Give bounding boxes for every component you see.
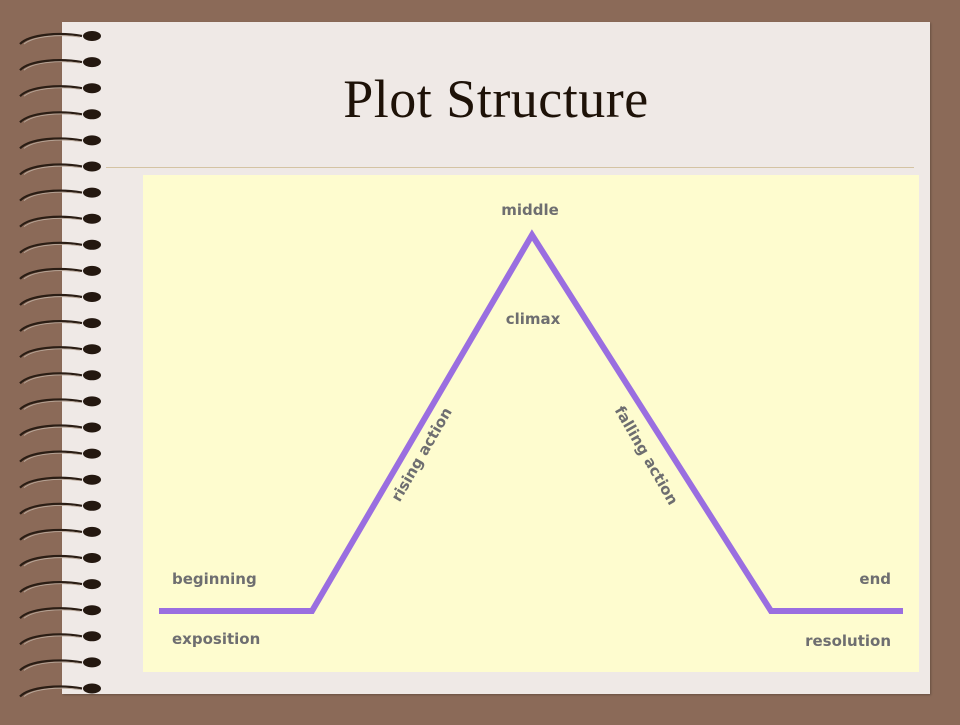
plot-line bbox=[159, 229, 903, 614]
label-climax: climax bbox=[506, 310, 561, 328]
label-exposition: exposition bbox=[172, 630, 260, 648]
label-end: end bbox=[859, 570, 891, 588]
label-resolution: resolution bbox=[805, 632, 891, 650]
label-beginning: beginning bbox=[172, 570, 257, 588]
slide-title: Plot Structure bbox=[343, 69, 649, 129]
title-divider bbox=[106, 167, 914, 168]
label-middle: middle bbox=[501, 201, 559, 219]
plot-diagram-panel: middle climax rising action falling acti… bbox=[143, 175, 919, 672]
